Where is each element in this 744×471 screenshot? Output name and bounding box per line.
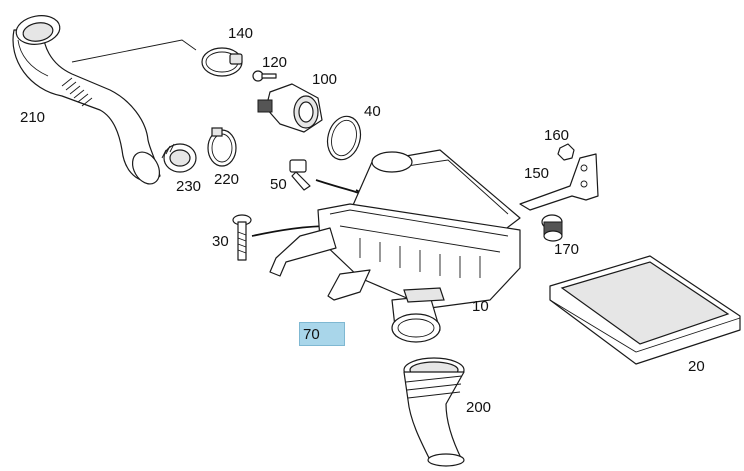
nut-160 [557, 143, 575, 161]
label-30[interactable]: 30 [212, 233, 229, 250]
air-mass-sensor-100 [257, 83, 323, 133]
hose-clamp-140 [201, 47, 243, 77]
label-50[interactable]: 50 [270, 176, 287, 193]
label-220[interactable]: 220 [214, 171, 240, 188]
label-210[interactable]: 210 [20, 109, 46, 126]
rubber-mount-170 [541, 214, 563, 242]
label-230[interactable]: 230 [176, 178, 202, 195]
bellows-230 [161, 143, 197, 173]
clamp-220 [207, 127, 237, 167]
label-70-visible[interactable]: 70 [303, 326, 320, 343]
o-ring-40 [326, 115, 362, 161]
intake-duct-210 [12, 15, 161, 185]
filter-element-20 [549, 255, 741, 365]
snorkel-200 [403, 357, 465, 467]
label-100[interactable]: 100 [312, 71, 338, 88]
label-200[interactable]: 200 [466, 399, 492, 416]
label-160[interactable]: 160 [544, 127, 570, 144]
label-20[interactable]: 20 [688, 358, 705, 375]
leader-140 [71, 39, 197, 63]
label-170[interactable]: 170 [554, 241, 580, 258]
sensor-50 [289, 159, 311, 191]
bracket-150 [519, 153, 599, 211]
label-150[interactable]: 150 [524, 165, 550, 182]
arrow-50 [315, 179, 363, 195]
label-140[interactable]: 140 [228, 25, 254, 42]
highlight-70[interactable] [299, 322, 345, 346]
screw-120 [252, 70, 277, 82]
label-120[interactable]: 120 [262, 54, 288, 71]
air-filter-housing-10 [269, 149, 521, 343]
label-10[interactable]: 10 [472, 298, 489, 315]
bolt-30 [232, 214, 252, 261]
label-40[interactable]: 40 [364, 103, 381, 120]
